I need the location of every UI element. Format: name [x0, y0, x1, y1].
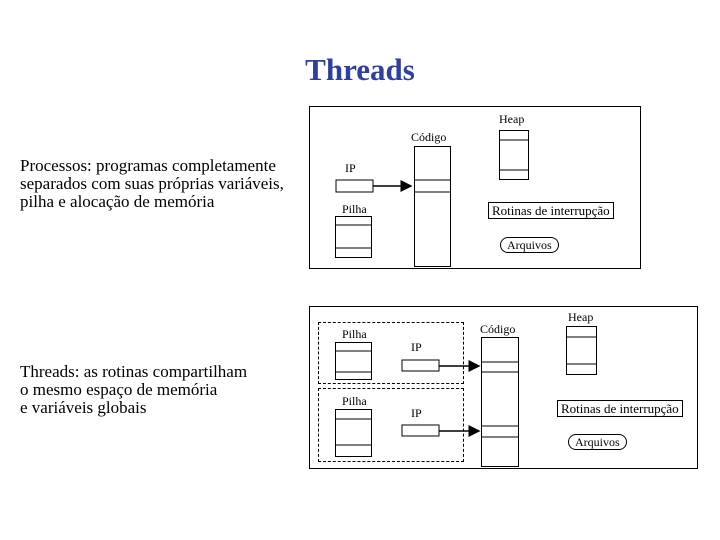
threads-description-line: o mesmo espaço de memória [20, 380, 218, 399]
thread-1-stack-block [335, 342, 372, 380]
threads-description-line: e variáveis globais [20, 398, 147, 417]
process-ip-box [335, 179, 374, 193]
thread-2-dashed-frame [318, 388, 464, 462]
process-pilha-label: Pilha [342, 202, 367, 216]
thread-codigo-label: Código [480, 322, 516, 336]
page-title: Threads [305, 52, 415, 87]
process-stack-block [335, 216, 372, 258]
threads-description-line: Threads: as rotinas compartilham [20, 362, 248, 381]
process-ip-label: IP [345, 161, 356, 175]
thread-rotinas-box: Rotinas de interrupção [557, 400, 683, 417]
thread-1-ip-box [401, 359, 440, 372]
thread-heap-label: Heap [568, 310, 594, 324]
process-heap-block [499, 130, 529, 180]
thread-pilha-label-2: Pilha [342, 394, 367, 408]
thread-code-block [481, 337, 519, 467]
thread-2-stack-block [335, 409, 372, 457]
process-rotinas-box: Rotinas de interrupção [488, 202, 614, 219]
processes-description: Processos: programas completamente separ… [20, 157, 284, 211]
thread-heap-block [566, 326, 597, 375]
thread-ip-label-2: IP [411, 406, 422, 420]
thread-arquivos-oval: Arquivos [568, 434, 627, 450]
processes-description-line: pilha e alocação de memória [20, 192, 215, 211]
processes-description-line: separados com suas próprias variáveis, [20, 174, 284, 193]
process-heap-label: Heap [499, 112, 525, 126]
thread-pilha-label-1: Pilha [342, 327, 367, 341]
process-codigo-label: Código [411, 130, 447, 144]
process-arquivos-oval: Arquivos [500, 237, 559, 253]
thread-1-dashed-frame [318, 322, 464, 384]
process-code-block [414, 146, 451, 267]
processes-description-line: Processos: programas completamente [20, 156, 276, 175]
thread-ip-label-1: IP [411, 340, 422, 354]
thread-2-ip-box [401, 424, 440, 437]
threads-description: Threads: as rotinas compartilham o mesmo… [20, 363, 247, 417]
